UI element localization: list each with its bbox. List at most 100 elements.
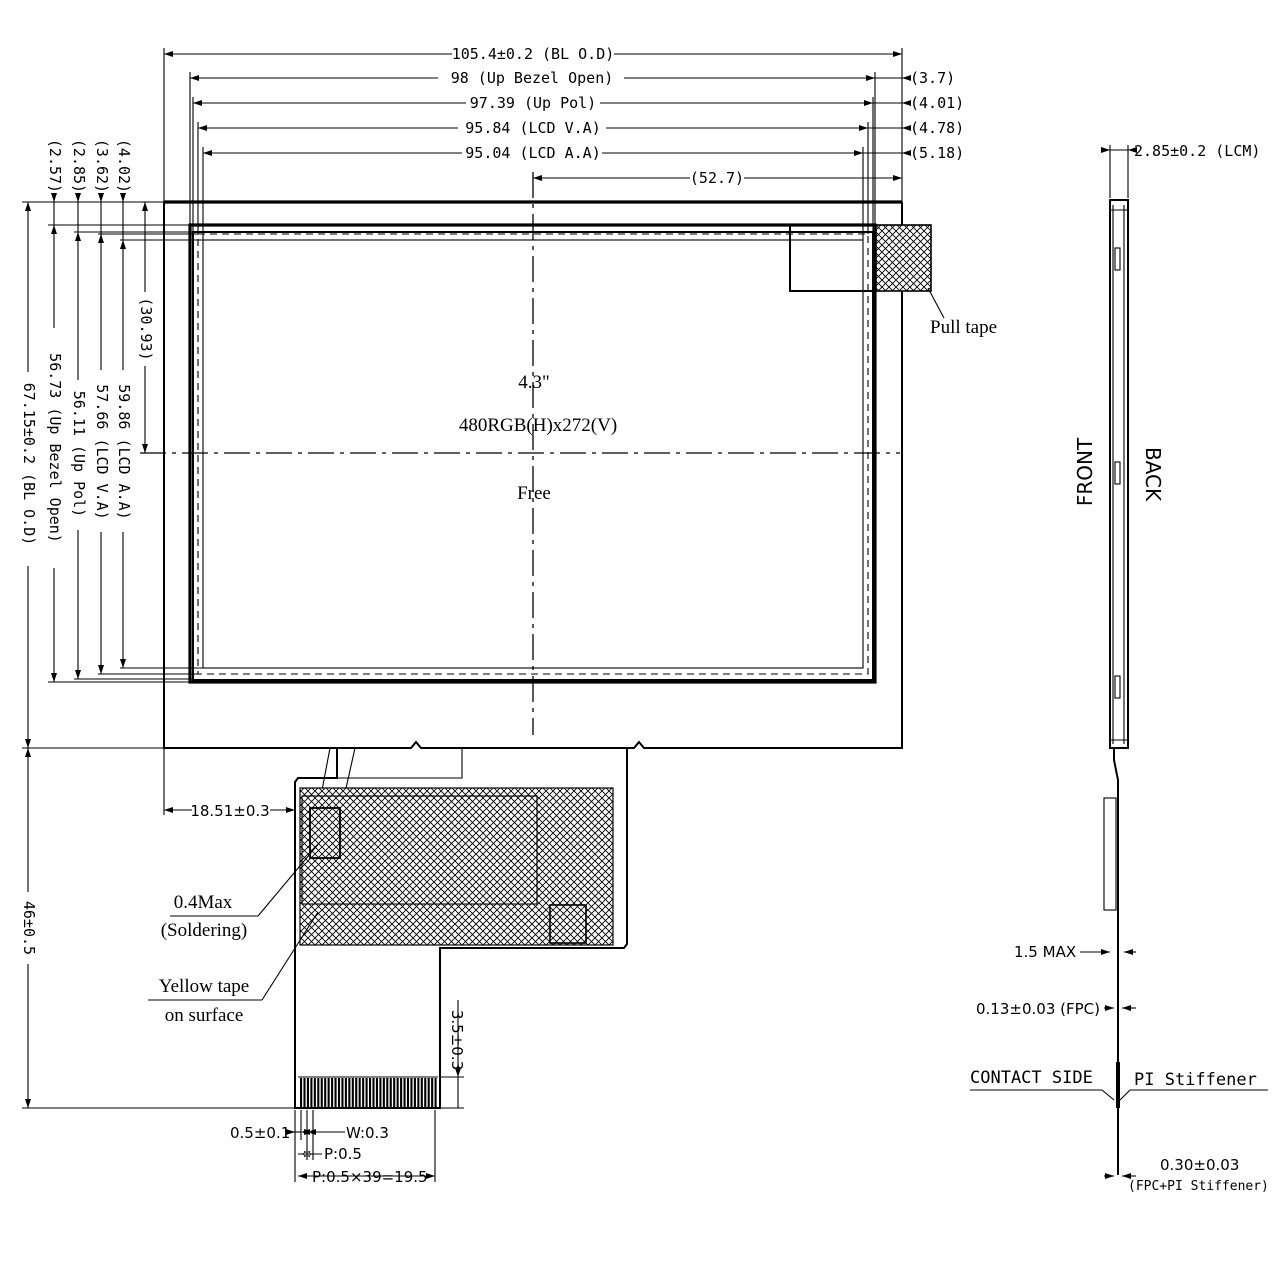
pi-stiffener-label: PI Stiffener: [1134, 1070, 1257, 1090]
gold-fingers: [300, 1078, 437, 1107]
gold-finger-pin: [337, 1078, 341, 1107]
gold-finger-pin: [417, 1078, 420, 1107]
gold-finger-pin: [424, 1078, 427, 1107]
display-size: 4.3": [518, 372, 550, 393]
gold-finger-pin: [306, 1078, 309, 1107]
dim-bl-od-width: 105.4±0.2 (BL O.D): [452, 45, 615, 63]
fpc-side-tail: [1113, 748, 1119, 1175]
yellow-tape-leader: [261, 911, 319, 1001]
dim-lcd-aa-width: 95.04 (LCD A.A): [465, 144, 600, 162]
gold-finger-pin: [400, 1078, 403, 1107]
front-side-label: FRONT: [1073, 437, 1097, 506]
side-clip-top: [1114, 247, 1121, 271]
gold-finger-pin: [324, 1078, 327, 1107]
gold-finger-pin: [375, 1078, 378, 1107]
gold-finger-pin: [403, 1078, 406, 1107]
gold-finger-pin: [393, 1078, 396, 1107]
dim-offset-2-57: (2.57): [46, 139, 64, 193]
dim-up-pol-width: 97.39 (Up Pol): [470, 94, 596, 112]
dim-offset-3-62: (3.62): [93, 139, 111, 193]
gold-finger-pin: [389, 1078, 392, 1107]
dim-offset-4-02: (4.02): [115, 139, 133, 193]
backlight-outline: [163, 202, 903, 749]
dim-up-bezel-height: 56.73 (Up Bezel Open): [46, 353, 64, 543]
gold-finger-pin: [420, 1078, 423, 1107]
dim-half-height: (30.93): [137, 297, 155, 360]
gold-finger-pin: [351, 1078, 354, 1107]
ic-area: [301, 795, 538, 905]
pull-tape-leader: [927, 287, 945, 319]
component-pad: [549, 904, 587, 944]
gold-finger-pin: [317, 1078, 320, 1107]
dim-fpc-offset: 18.51±0.3: [190, 802, 269, 820]
dim-fpc-length: 46±0.5: [20, 901, 38, 955]
gold-finger-pin: [379, 1078, 382, 1107]
gold-finger-pin: [344, 1078, 347, 1107]
dim-finger-pitch: P:0.5: [324, 1145, 362, 1163]
dim-offset-3-7: (3.7): [910, 69, 955, 87]
gold-finger-pin: [382, 1078, 385, 1107]
fpc-neck: [337, 748, 463, 779]
yellow-tape-surface: on surface: [165, 1005, 244, 1026]
back-side-label: BACK: [1141, 447, 1165, 502]
dim-finger-length: 3.5±0.3: [448, 1010, 466, 1070]
dim-up-pol-height: 56.11 (Up Pol): [70, 391, 88, 517]
gold-finger-pin: [362, 1078, 365, 1107]
dim-total-pitch: P:0.5×39=19.5: [312, 1168, 428, 1186]
gold-finger-pin: [434, 1078, 437, 1107]
solder-pad: [309, 807, 341, 859]
contact-side-label: CONTACT SIDE: [970, 1068, 1093, 1088]
front-view: [140, 172, 945, 749]
pull-tape-tab: [875, 224, 932, 292]
gold-finger-pin: [431, 1078, 434, 1107]
dim-offset-4-01: (4.01): [910, 94, 964, 112]
display-resolution: 480RGB(H)x272(V): [459, 415, 617, 436]
dim-total-thickness: 0.30±0.03: [1160, 1156, 1239, 1174]
lcd-viewing-area: [197, 233, 869, 675]
gold-finger-pin: [372, 1078, 375, 1107]
yellow-tape-label: Yellow tape: [159, 976, 249, 997]
gold-finger-pin: [355, 1078, 358, 1107]
dim-offset-2-85: (2.85): [70, 139, 88, 193]
gold-finger-pin: [410, 1078, 413, 1107]
gold-finger-pin: [327, 1078, 330, 1107]
dim-lcd-aa-height: 59.86 (LCD A.A): [115, 384, 133, 519]
pull-tape-label: Pull tape: [930, 317, 997, 338]
dim-lcd-va-width: 95.84 (LCD V.A): [465, 119, 600, 137]
side-clip-middle: [1114, 461, 1121, 485]
gold-finger-pin: [348, 1078, 351, 1107]
dim-edge-clearance: 0.5±0.1: [230, 1124, 290, 1142]
pi-stiffener-side: [1116, 1062, 1120, 1108]
dim-max-thickness: 1.5 MAX: [1014, 943, 1076, 961]
dim-finger-width: W:0.3: [346, 1124, 389, 1142]
fpc: [294, 747, 628, 1109]
soldering-label: (Soldering): [161, 920, 248, 941]
gold-finger-pin: [341, 1078, 344, 1107]
gold-finger-pin: [396, 1078, 399, 1107]
gold-finger-pin: [320, 1078, 323, 1107]
gold-finger-pin: [427, 1078, 430, 1107]
side-clip-bottom: [1114, 675, 1121, 699]
gold-finger-pin: [406, 1078, 410, 1107]
side-stiffener: [1103, 797, 1117, 911]
dim-offset-4-78: (4.78): [910, 119, 964, 137]
dim-offset-5-18: (5.18): [910, 144, 964, 162]
gold-finger-pin: [386, 1078, 389, 1107]
side-view: [970, 145, 1268, 1179]
dim-lcd-va-height: 57.66 (LCD V.A): [93, 384, 111, 519]
gold-finger-pin: [369, 1078, 372, 1107]
gold-finger-pin: [300, 1078, 303, 1107]
dim-fpc-thickness: 0.13±0.03 (FPC): [976, 1000, 1100, 1018]
gold-finger-pin: [334, 1078, 337, 1107]
fpc-outline: [294, 748, 628, 1109]
gold-finger-pin: [358, 1078, 361, 1107]
gold-finger-pin: [331, 1078, 334, 1107]
gold-finger-pin: [365, 1078, 368, 1107]
dim-half-width: (52.7): [690, 169, 744, 187]
soldering-max: 0.4Max: [174, 892, 233, 913]
dim-bl-od-height: 67.15±0.2 (BL O.D): [20, 383, 38, 546]
dim-lcm-thickness: 2.85±0.2 (LCM): [1134, 142, 1260, 160]
dim-up-bezel-width: 98 (Up Bezel Open): [451, 69, 614, 87]
lcm-side-profile: [1109, 199, 1129, 749]
left-dimensions: [22, 193, 295, 1109]
